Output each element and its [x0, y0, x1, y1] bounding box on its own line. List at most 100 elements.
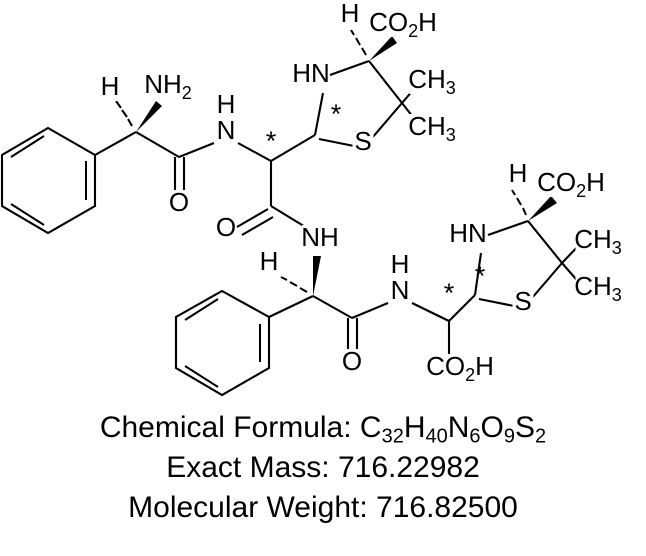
atom-label-s-ring-top: S — [354, 126, 371, 156]
chemical-formula-line: Chemical Formula: C32H40N6O9S2 — [0, 408, 646, 448]
atom-label-h-ring-low: H — [509, 158, 528, 188]
label-halo — [507, 161, 529, 188]
bond-phenyl-to-alpha-upper — [94, 131, 137, 156]
atom-label-ch3-low-b: CH3 — [574, 271, 622, 305]
bond-c2-to-ring-upper — [270, 134, 316, 162]
thiazolidine-ring-lower — [473, 220, 563, 308]
label-halo — [258, 249, 280, 276]
chemical-formula-label: Chemical Formula: — [99, 411, 360, 444]
atom-label-h-ring-top: H — [341, 0, 360, 28]
atom-label-o-carbonyl-1: O — [169, 187, 189, 217]
atom-label-ch3-top-a: CH3 — [408, 64, 456, 98]
atom-label-n-amide-1: N — [217, 115, 236, 145]
wedge-bond-co2h-lower — [528, 196, 557, 221]
atom-label-h-amide-3: H — [391, 249, 410, 279]
stereo-marker-star-ring-top: * — [331, 99, 342, 129]
label-halo — [215, 92, 237, 119]
label-halo — [409, 114, 455, 141]
bond-carbonyl2-to-nh — [270, 205, 308, 229]
wedge-bond-co2h-upper — [369, 36, 397, 61]
phenyl-ring-lower — [174, 289, 271, 397]
atom-label-h-top-left: H — [101, 71, 120, 101]
label-halo — [99, 74, 121, 101]
label-halo — [302, 225, 338, 252]
atom-label-ch3-low-a: CH3 — [574, 224, 622, 258]
atom-label-co2h-bottom: CO2H — [426, 351, 494, 385]
label-halo — [293, 61, 329, 88]
label-halo — [339, 1, 361, 28]
molecular-weight-line: Molecular Weight: 716.82500 — [0, 488, 646, 528]
stereo-marker-star-top-chain: * — [266, 126, 277, 156]
atom-label-n-amide-3: N — [391, 275, 410, 305]
formula-subscript: 40 — [425, 425, 448, 448]
formula-subscript: 32 — [381, 425, 404, 448]
label-halo — [389, 278, 411, 305]
atom-label-nh-amide-2: NH — [301, 222, 339, 252]
bond-n-to-c2-upper — [237, 142, 272, 162]
molecular-weight-value: 716.82500 — [376, 491, 518, 524]
atom-label-hn-ring-low: HN — [449, 218, 487, 248]
carbonyl-double-bond-2 — [236, 208, 274, 236]
formula-element: O — [480, 411, 504, 444]
atom-label-ch3-top-b: CH3 — [408, 111, 456, 145]
exact-mass-value: 716.22982 — [337, 451, 480, 484]
stereo-marker-star-low-chain: * — [444, 278, 455, 308]
atom-label-h-low-left: H — [260, 246, 279, 276]
thiazolidine-ring-upper — [313, 60, 403, 148]
label-halo — [145, 72, 191, 99]
bond-alpha-to-phenyl-lower — [268, 295, 314, 318]
label-halo — [409, 67, 455, 94]
label-halo — [341, 349, 363, 376]
wedge-bond-nh-lower — [313, 256, 321, 296]
phenyl-ring-upper — [0, 126, 97, 235]
formula-subscript: 9 — [503, 425, 516, 448]
atom-label-co2h-ring-low: CO2H — [537, 167, 605, 201]
label-halo — [168, 190, 190, 217]
hash-bond-h-upper — [115, 100, 133, 127]
stereo-marker-layer: * * * * — [266, 99, 486, 308]
atom-label-s-ring-low: S — [514, 286, 531, 316]
formula-element: H — [403, 411, 426, 444]
atom-label-o-carbonyl-2: O — [216, 212, 236, 242]
wedge-bond-nh2-upper — [136, 101, 162, 132]
label-halo — [215, 215, 237, 242]
hash-bond-h-ring-lower — [511, 189, 527, 216]
exact-mass-line: Exact Mass: 716.22982 — [0, 448, 646, 488]
bond-c-to-ring-lower — [448, 294, 476, 322]
caption-block: Chemical Formula: C32H40N6O9S2 Exact Mas… — [0, 408, 646, 528]
label-halo — [215, 118, 237, 145]
molecular-weight-label: Molecular Weight: — [128, 491, 377, 524]
label-halo — [389, 252, 411, 279]
bond-alpha-to-carbonyl3 — [312, 295, 353, 319]
exact-mass-label: Exact Mass: — [166, 451, 338, 484]
formula-element: S — [515, 411, 536, 444]
carbonyl-double-bond-3 — [346, 318, 359, 353]
label-halo — [450, 221, 486, 248]
label-halo — [352, 129, 374, 156]
atom-label-o-carbonyl-3: O — [342, 346, 362, 376]
label-halo — [575, 227, 621, 254]
label-halo — [430, 354, 490, 381]
bond-carbonyl3-to-n — [351, 302, 389, 319]
carbonyl-double-bond-1 — [173, 157, 186, 194]
chemical-formula-value: C32H40N6O9S2 — [359, 411, 546, 447]
hash-bond-h-ring-upper — [350, 29, 367, 56]
atom-label-h-amide-1: H — [217, 89, 236, 119]
atom-label-hn-ring-top: HN — [292, 58, 330, 88]
bond-n-to-c-lower — [411, 302, 450, 322]
label-halo — [541, 170, 601, 197]
hash-bond-h-lower — [280, 276, 308, 293]
formula-subscript: 2 — [535, 425, 547, 448]
atom-label-nh2-top: NH2 — [144, 69, 192, 103]
formula-element: C — [359, 411, 382, 444]
label-halo — [575, 274, 621, 301]
formula-subscript: 6 — [469, 425, 481, 448]
bond-carbonyl-to-n-upper — [178, 142, 215, 158]
bond-alpha-to-carbonyl-upper — [135, 131, 180, 158]
label-halo — [512, 289, 534, 316]
stereo-marker-star-ring-low: * — [475, 261, 486, 291]
formula-element: N — [447, 411, 470, 444]
label-halo — [373, 10, 433, 37]
